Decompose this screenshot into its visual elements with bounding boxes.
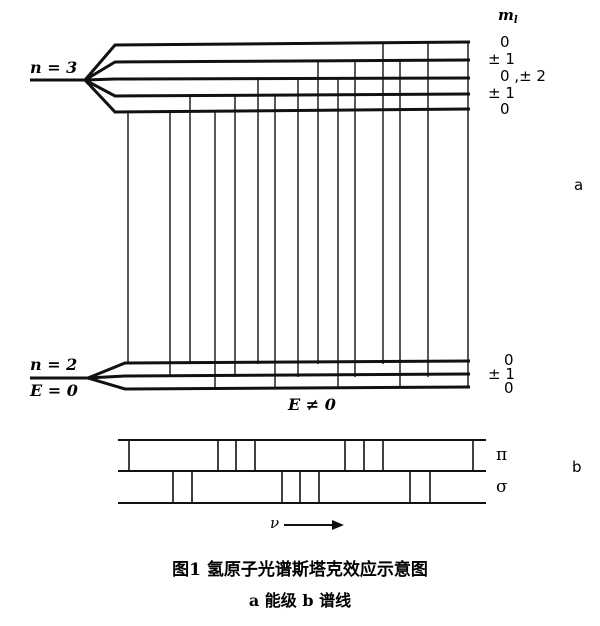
panel-a-label: a xyxy=(574,176,583,194)
ml-value: ± 1 xyxy=(488,50,515,68)
n3-sublevel-1 xyxy=(83,40,471,81)
ml-header: ml xyxy=(498,6,518,26)
frequency-arrow-icon xyxy=(332,520,344,530)
n3-sublevel-3 xyxy=(84,76,471,82)
figure-caption-sub: a 能级 b 谱线 xyxy=(249,591,351,610)
n3-sublevel-4 xyxy=(84,78,471,98)
sigma-label: σ xyxy=(496,477,508,497)
field-zero-label: E = 0 xyxy=(29,381,78,400)
ml-value: ± 1 xyxy=(488,84,515,102)
ml-value: 0 xyxy=(504,379,514,397)
field-nonzero-label: E ≠ 0 xyxy=(287,395,336,414)
n3-sublevel-2 xyxy=(84,58,471,82)
panel-b-label: b xyxy=(572,458,582,476)
ml-value: 0 xyxy=(504,351,514,369)
figure-caption-title: 图1 氢原子光谱斯塔克效应示意图 xyxy=(172,559,428,580)
nu-label: ν xyxy=(270,514,279,532)
lower-level-group xyxy=(30,359,471,391)
n2-label: n = 2 xyxy=(30,355,77,374)
n3-sublevel-5 xyxy=(83,78,471,114)
ml-value: 0 ,± 2 xyxy=(500,67,546,85)
n2-sublevel-2 xyxy=(87,372,471,380)
ml-value: ± 1 xyxy=(488,365,515,383)
spectrum-panel xyxy=(118,439,486,504)
ml-value: 0 xyxy=(500,33,510,51)
transition-lines xyxy=(127,43,469,388)
ml-value: 0 xyxy=(500,100,510,118)
n3-label: n = 3 xyxy=(30,58,77,77)
upper-level-group xyxy=(30,40,471,114)
n2-sublevel-3 xyxy=(87,376,471,391)
pi-label: π xyxy=(496,445,507,465)
